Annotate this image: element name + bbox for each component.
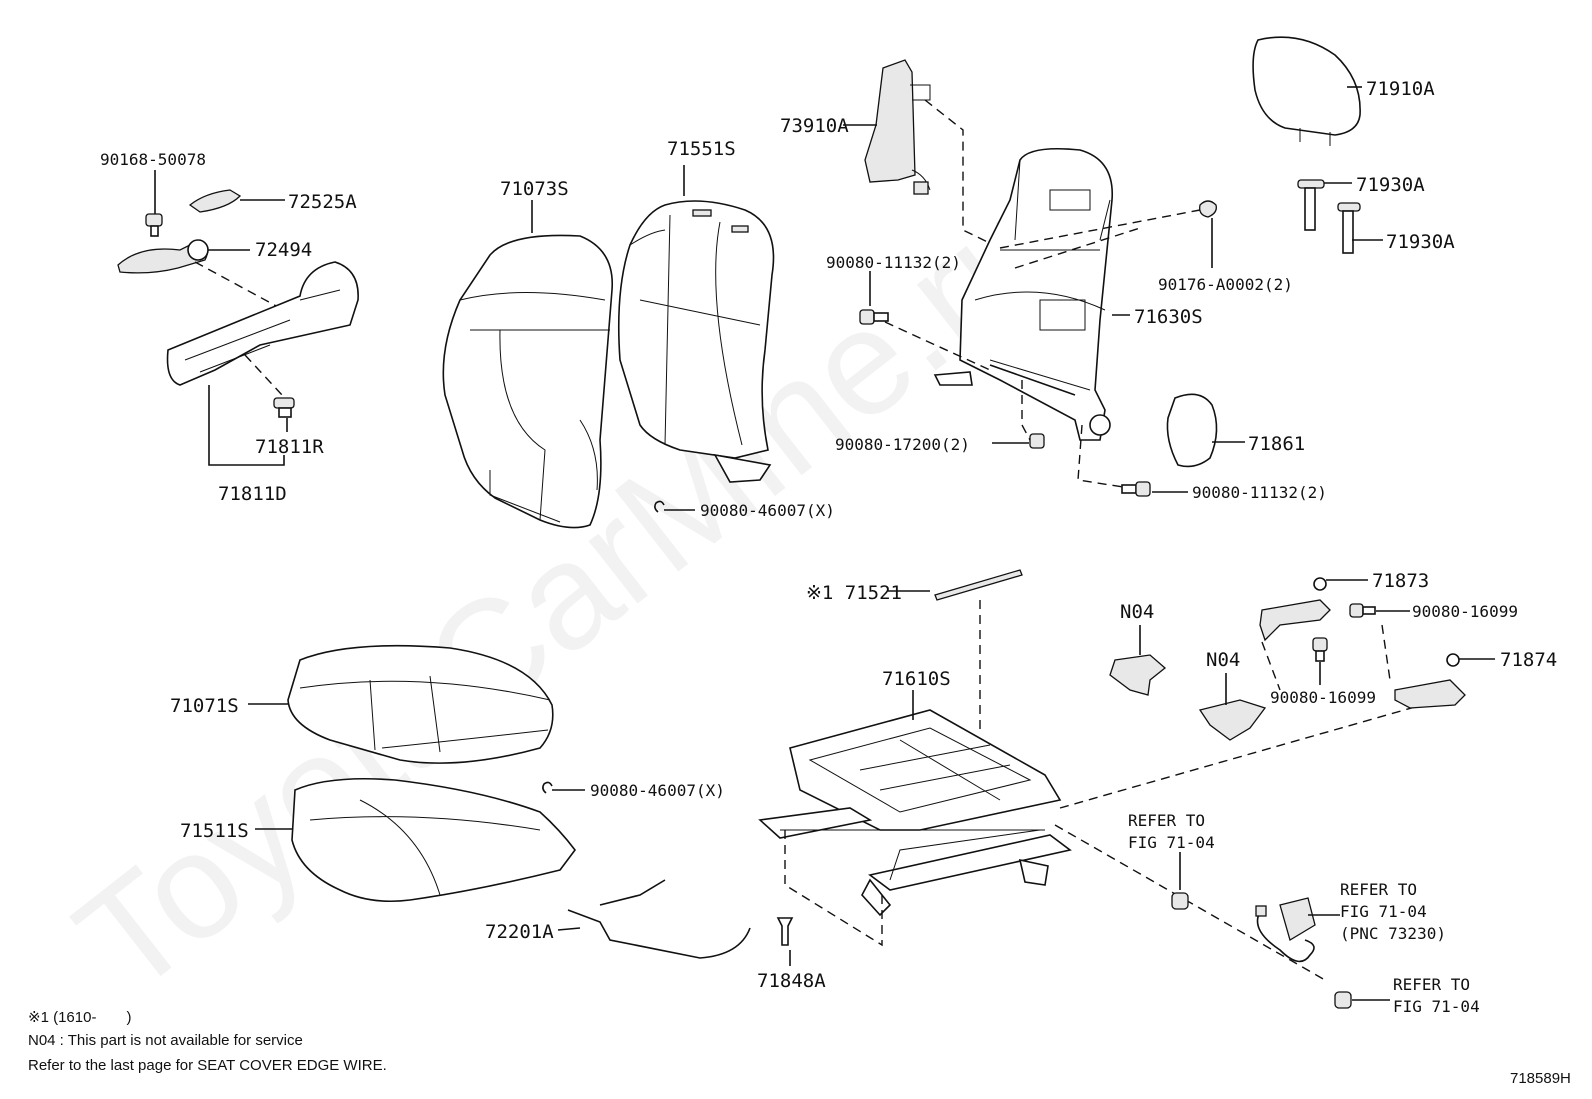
bolt-90080-16099-upper[interactable] [1349,603,1376,618]
label-90080-16099-lower[interactable]: 90080-16099 [1270,688,1376,707]
refer-fig-71-04-b-line1[interactable]: REFER TO [1340,880,1417,899]
headrest-support-71930a-2[interactable] [1337,202,1361,254]
headrest-71910a[interactable] [1252,36,1361,146]
refer-fig-71-04-c-line1[interactable]: REFER TO [1393,975,1470,994]
bracket-71874[interactable] [1394,653,1466,709]
label-n04-2[interactable]: N04 [1206,649,1240,671]
nut-refer-fig-71-04-lower[interactable] [1334,991,1352,1009]
diagram-id: 718589H [1510,1070,1571,1087]
hog-ring-90080-46007-upper[interactable] [654,500,665,513]
part-n04-2[interactable] [1198,699,1267,741]
label-90080-11132-upper[interactable]: 90080-11132(2) [826,253,961,272]
cushion-cover-71071s[interactable] [287,644,554,764]
lumbar-knob-71861[interactable] [1166,393,1218,468]
bolt-90080-11132-upper[interactable] [859,309,889,325]
label-72525a[interactable]: 72525A [288,191,357,213]
label-71811r[interactable]: 71811R [255,436,324,458]
label-71551s[interactable]: 71551S [667,138,736,160]
clip-71848a[interactable] [776,917,794,946]
refer-fig-71-04-b-line3[interactable]: (PNC 73230) [1340,924,1446,943]
label-71511s[interactable]: 71511S [180,820,249,842]
bolt-90080-11132-lower[interactable] [1121,481,1151,497]
footnote-n04: N04 : This part is not available for ser… [28,1032,303,1049]
side-airbag-73910a[interactable] [864,59,931,195]
refer-fig-71-04-c-line2[interactable]: FIG 71-04 [1393,997,1480,1016]
label-71848a[interactable]: 71848A [757,970,826,992]
clip-71811r[interactable] [273,397,295,418]
label-n04-1[interactable]: N04 [1120,601,1154,623]
bolt-90168-50078[interactable] [145,213,163,237]
seatback-cover-71073s[interactable] [442,234,613,529]
label-73910a[interactable]: 73910A [780,115,849,137]
label-71930a-1[interactable]: 71930A [1356,174,1425,196]
refer-fig-71-04-b-line2[interactable]: FIG 71-04 [1340,902,1427,921]
cushion-pad-71511s[interactable] [291,777,577,903]
refer-fig-71-04-a-line2[interactable]: FIG 71-04 [1128,833,1215,852]
footnote-1: ※1 (1610- ) [28,1009,132,1026]
nut-90080-17200[interactable] [1029,433,1045,449]
refer-fig-71-04-a-line1[interactable]: REFER TO [1128,811,1205,830]
hog-ring-90080-46007-lower[interactable] [542,781,553,794]
label-90080-11132-lower[interactable]: 90080-11132(2) [1192,483,1327,502]
label-71861[interactable]: 71861 [1248,433,1305,455]
label-71930a-2[interactable]: 71930A [1386,231,1455,253]
edge-strip-71521[interactable] [934,569,1023,601]
lever-72525a[interactable] [188,189,242,213]
bolt-90080-16099-lower[interactable] [1312,637,1328,662]
label-71521[interactable]: ※1 71521 [806,582,902,604]
label-71073s[interactable]: 71073S [500,178,569,200]
label-71910a[interactable]: 71910A [1366,78,1435,100]
nut-refer-fig-71-04[interactable] [1171,892,1189,910]
bracket-71873[interactable] [1259,577,1331,642]
part-n04-1[interactable] [1109,654,1167,696]
label-71873[interactable]: 71873 [1372,570,1429,592]
footnote-edge-wire: Refer to the last page for SEAT COVER ED… [28,1057,387,1074]
label-71874[interactable]: 71874 [1500,649,1557,671]
label-90080-46007-upper[interactable]: 90080-46007(X) [700,501,835,520]
side-cover-71811[interactable] [166,261,359,386]
clip-90176-a0002[interactable] [1199,200,1217,218]
cushion-frame-71610s[interactable] [758,709,1072,917]
label-90168-50078[interactable]: 90168-50078 [100,150,206,169]
seatback-pad-71551s[interactable] [617,200,775,483]
label-90080-46007-lower[interactable]: 90080-46007(X) [590,781,725,800]
headrest-support-71930a-1[interactable] [1297,179,1325,231]
label-90080-17200[interactable]: 90080-17200(2) [835,435,970,454]
label-90176-a0002[interactable]: 90176-A0002(2) [1158,275,1293,294]
label-71630s[interactable]: 71630S [1134,306,1203,328]
label-71610s[interactable]: 71610S [882,668,951,690]
recliner-cover-group [117,170,359,466]
label-72201a[interactable]: 72201A [485,921,554,943]
label-72494[interactable]: 72494 [255,239,312,261]
label-71811d[interactable]: 71811D [218,483,287,505]
seatback-frame-71630s[interactable] [933,147,1113,441]
seat-belt-buckle-73230[interactable] [1255,897,1316,963]
edge-wire-72201a[interactable] [567,879,751,959]
label-71071s[interactable]: 71071S [170,695,239,717]
label-90080-16099-upper[interactable]: 90080-16099 [1412,602,1518,621]
